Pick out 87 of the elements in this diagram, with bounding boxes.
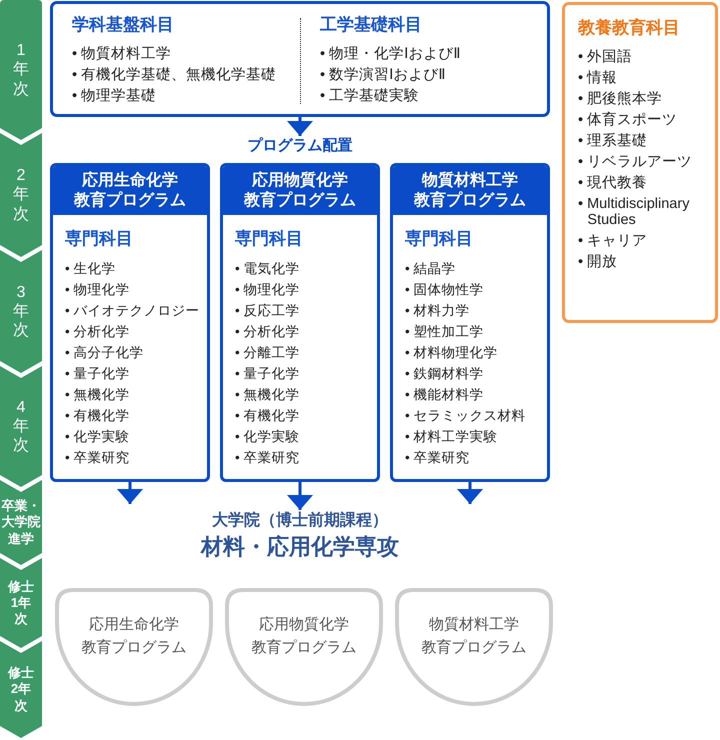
year-label: 3年次: [13, 282, 29, 340]
timeline-step: [0, 0, 42, 140]
list-item: • 鉄鋼材料学: [405, 365, 484, 383]
list-item: • 分析化学: [235, 323, 300, 341]
list-item: • 肥後熊本学: [578, 90, 662, 109]
timeline-step: [0, 480, 42, 565]
list-item: • 有機化学: [235, 407, 300, 425]
list-item: • 高分子化学: [65, 344, 144, 362]
pointer-arrow: [457, 482, 483, 504]
list-item: • 結晶学: [405, 260, 456, 278]
graduate-school-label: 大学院（博士前期課程）: [212, 510, 388, 531]
list-item: • 量子化学: [65, 365, 130, 383]
list-item: • 化学実験: [65, 428, 130, 446]
section-heading: 教養教育科目: [578, 17, 680, 39]
list-item: • 材料力学: [405, 302, 470, 320]
list-item: • 塑性加工学: [405, 323, 484, 341]
program-title: 応用物質化学教育プログラム: [244, 172, 356, 208]
list-item: • キャリア: [578, 232, 648, 251]
year-label: 修士2年次: [6, 665, 35, 714]
list-item: • 機能材料学: [405, 386, 484, 404]
list-item: • 化学実験: [235, 428, 300, 446]
list-item: • 量子化学: [235, 365, 300, 383]
list-item: • 情報: [578, 69, 618, 88]
list-item: • 卒業研究: [235, 449, 300, 467]
year-label: 2年次: [13, 166, 29, 224]
list-item: • 物質材料工学: [72, 45, 172, 64]
program-box: [390, 163, 550, 482]
program-title: 物質材料工学教育プログラム: [414, 172, 526, 208]
timeline-step: [0, 133, 42, 257]
section-heading: 専門科目: [235, 228, 303, 250]
timeline-step: [0, 641, 42, 738]
timeline-step: [0, 558, 42, 648]
year-label: 4年次: [13, 398, 29, 456]
year-label: 修士1年次: [6, 578, 35, 628]
graduate-program-panel: [395, 588, 553, 706]
timeline-step: [0, 250, 42, 373]
major-title: 材料・応用化学専攻: [201, 533, 399, 561]
list-item: • 固体物性学: [405, 281, 484, 299]
subject-box: [50, 1, 550, 117]
graduate-program-panel: [225, 588, 383, 706]
program-name: 応用生命化学教育プログラム: [82, 616, 186, 656]
list-item: • 分離工学: [235, 344, 300, 362]
section-heading: 専門科目: [405, 228, 473, 250]
list-item: • 理系基礎: [578, 132, 648, 151]
list-item: • 無機化学: [235, 386, 300, 404]
list-item: • 卒業研究: [65, 449, 130, 467]
list-item: • 体育スポーツ: [578, 110, 678, 130]
list-item: • 物理化学: [235, 281, 300, 299]
program-box: [50, 163, 210, 482]
list-item: • 物理学基礎: [72, 87, 156, 106]
list-item: • 開放: [578, 253, 618, 272]
section-heading: 工学基礎科目: [320, 14, 422, 36]
list-item: • 材料物理化学: [405, 344, 498, 362]
year-label: 卒業・大学院進学: [2, 498, 40, 547]
program-name: 応用物質化学教育プログラム: [252, 616, 356, 656]
program-box: [220, 163, 380, 482]
subject-box: [562, 2, 718, 323]
pointer-arrow: [287, 482, 313, 510]
list-item: • バイオテクノロジー: [65, 302, 200, 320]
program-title: 応用生命化学教育プログラム: [74, 172, 186, 208]
section-caption: プログラム配置: [248, 136, 352, 156]
list-item: • 数学演習ⅠおよびⅡ: [320, 66, 446, 85]
section-heading: 専門科目: [65, 228, 133, 250]
list-item: • 物理・化学ⅠおよびⅡ: [320, 45, 461, 64]
program-name: 物質材料工学教育プログラム: [422, 616, 526, 656]
year-label: 1年次: [13, 41, 29, 99]
list-item: • 工学基礎実験: [320, 86, 420, 106]
list-item: • 無機化学: [65, 386, 130, 404]
list-item: • Multidisciplinary Studies: [578, 195, 690, 230]
list-item: • 現代教養: [578, 174, 648, 193]
pointer-arrow: [287, 117, 313, 136]
list-item: • 反応工学: [235, 302, 300, 320]
list-item: • 分析化学: [65, 323, 130, 341]
list-item: • 有機化学基礎、無機化学基礎: [72, 66, 276, 85]
list-item: • 有機化学: [65, 407, 130, 425]
timeline-step: [0, 366, 42, 487]
list-item: • 卒業研究: [405, 449, 470, 467]
pointer-arrow: [117, 482, 143, 504]
list-item: • 物理化学: [65, 281, 130, 299]
list-item: • 材料工学実験: [405, 428, 498, 446]
graduate-program-panel: [55, 588, 213, 706]
list-item: • 電気化学: [235, 260, 300, 278]
list-item: • 外国語: [578, 48, 632, 67]
list-item: • 生化学: [65, 260, 116, 278]
section-heading: 学科基盤科目: [72, 14, 174, 36]
list-item: • セラミックス材料: [405, 407, 526, 425]
list-item: • リベラルアーツ: [578, 153, 692, 172]
